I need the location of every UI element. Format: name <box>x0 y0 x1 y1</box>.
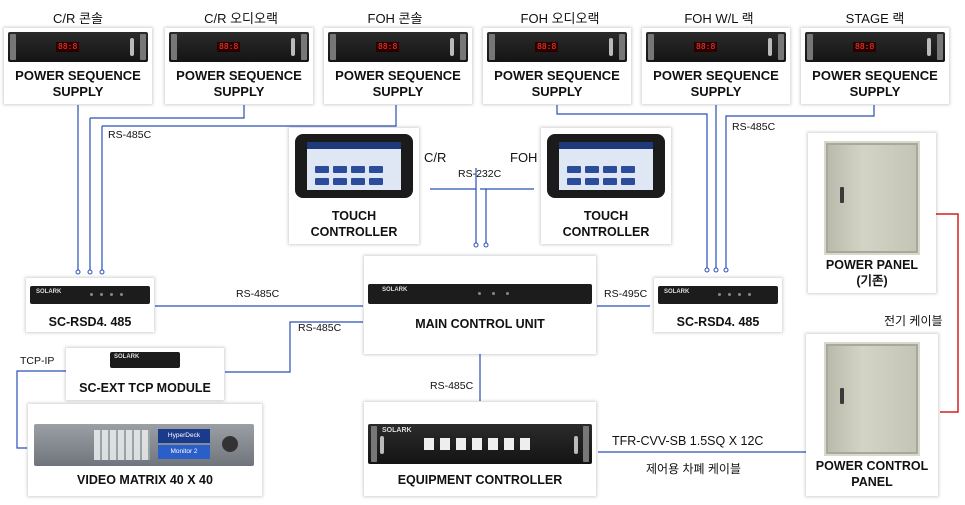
wire-foh-console <box>102 105 397 127</box>
power-sequence-supply-foh-wl-rack: 88:8 POWER SEQUENCE SUPPLY <box>642 28 790 104</box>
equipment-controller: SOLARK EQUIPMENT CONTROLLER <box>364 402 596 496</box>
supply-label-line2: SUPPLY <box>531 84 583 99</box>
supply-label-line2: SUPPLY <box>52 84 104 99</box>
equipment-controller-label: EQUIPMENT CONTROLLER <box>397 473 563 487</box>
supply-label-line1: POWER SEQUENCE <box>494 68 620 83</box>
supply-label-line1: POWER SEQUENCE <box>176 68 302 83</box>
sc-ext-tcp-module: SOLARK SC-EXT TCP MODULE <box>66 348 224 400</box>
wire-ext-main <box>225 321 363 373</box>
power-panel-label-line2: (기존) <box>856 274 888 288</box>
supply-label-line2: SUPPLY <box>690 84 742 99</box>
cabinet-icon <box>824 141 920 255</box>
main-unit-device: SOLARK <box>368 284 592 304</box>
location-stage-rack: STAGE 랙 <box>845 11 905 26</box>
wire-label-tcpip: TCP-IP <box>20 355 55 367</box>
main-unit-label: MAIN CONTROL UNIT <box>415 317 545 331</box>
supply-label-line1: POWER SEQUENCE <box>15 68 141 83</box>
power-sequence-supply-stage-rack: 88:8 POWER SEQUENCE SUPPLY <box>801 28 949 104</box>
supply-label-line2: SUPPLY <box>372 84 424 99</box>
ext-module-device: SOLARK <box>110 352 180 368</box>
power-sequence-device: 88:8 <box>646 32 786 62</box>
wire-label-control-cable: 제어용 차폐 케이블 <box>646 462 741 476</box>
video-matrix: HyperDeck Studio Monitor 2 VIDEO MATRIX … <box>28 404 262 496</box>
supply-label-line1: POWER SEQUENCE <box>653 68 779 83</box>
supply-label-line1: POWER SEQUENCE <box>812 68 938 83</box>
supply-label-line2: SUPPLY <box>213 84 265 99</box>
power-sequence-device: 88:8 <box>487 32 627 62</box>
power-control-label-line1: POWER CONTROL <box>815 459 929 473</box>
wire-tcpip <box>16 370 66 449</box>
wire-label-rs485-main-right: RS-495C <box>604 288 648 300</box>
touch-controller-cr: TOUCH CONTROLLER <box>289 128 419 244</box>
rsd-device: SOLARK <box>30 286 150 304</box>
touch-panel-device <box>547 134 665 198</box>
power-sequence-supply-foh-console: 88:8 POWER SEQUENCE SUPPLY <box>324 28 472 104</box>
wire-cr-audio-rack <box>90 105 245 119</box>
location-foh-wl-rack: FOH W/L 랙 <box>684 11 754 26</box>
supply-label-line1: POWER SEQUENCE <box>335 68 461 83</box>
power-cable-line <box>935 213 959 413</box>
wire-stage-rack <box>725 105 875 270</box>
wire-label-rs485-top-left: RS-485C <box>108 129 152 141</box>
location-cr-console: C/R 콘솔 <box>53 11 103 26</box>
rsd-right-label: SC-RSD4. 485 <box>676 315 760 329</box>
video-matrix-device: HyperDeck Studio Monitor 2 <box>34 424 254 466</box>
power-control-label-line2: PANEL <box>851 475 893 489</box>
touch-label-line1: TOUCH <box>331 209 377 223</box>
touch-label-line1: TOUCH <box>583 209 629 223</box>
location-foh-console: FOH 콘솔 <box>367 11 423 26</box>
power-panel-label-line1: POWER PANEL <box>825 258 919 272</box>
touch-location-cr: C/R <box>424 150 447 165</box>
cabinet-icon <box>824 342 920 456</box>
wire-label-rs485-equipment: RS-485C <box>430 380 474 392</box>
power-sequence-device: 88:8 <box>328 32 468 62</box>
touch-controller-foh: TOUCH CONTROLLER <box>541 128 671 244</box>
supply-label-line2: SUPPLY <box>849 84 901 99</box>
sc-rsd4-right: SOLARK SC-RSD4. 485 <box>654 278 782 332</box>
power-sequence-supply-foh-audio-rack: 88:8 POWER SEQUENCE SUPPLY <box>483 28 631 104</box>
power-sequence-device: 88:8 <box>805 32 945 62</box>
wire-label-power-cable: 전기 케이블 <box>884 314 943 328</box>
power-panel-existing: POWER PANEL (기존) <box>808 133 936 293</box>
wire-label-rs485-ext: RS-485C <box>298 322 342 334</box>
touch-label-line2: CONTROLLER <box>562 225 650 239</box>
power-sequence-device: 88:8 <box>8 32 148 62</box>
power-sequence-device: 88:8 <box>169 32 309 62</box>
wire-label-rs232: RS-232C <box>458 168 502 180</box>
power-control-panel: POWER CONTROL PANEL <box>806 334 938 496</box>
power-sequence-supply-cr-audio-rack: 88:8 POWER SEQUENCE SUPPLY <box>165 28 313 104</box>
equipment-controller-device: SOLARK <box>368 424 592 464</box>
location-foh-audio-rack: FOH 오디오랙 <box>520 11 600 26</box>
power-sequence-supply-cr-console: 88:8 POWER SEQUENCE SUPPLY <box>4 28 152 104</box>
main-control-unit: SOLARK MAIN CONTROL UNIT <box>364 256 596 354</box>
sc-rsd4-left: SOLARK SC-RSD4. 485 <box>26 278 154 332</box>
wire-label-rs485-top-right: RS-485C <box>732 121 776 133</box>
video-matrix-label: VIDEO MATRIX 40 X 40 <box>77 473 213 487</box>
location-cr-audio-rack: C/R 오디오랙 <box>204 11 278 26</box>
rsd-left-label: SC-RSD4. 485 <box>48 315 132 329</box>
wire-label-rs485-main-left: RS-485C <box>236 288 280 300</box>
rsd-device: SOLARK <box>658 286 778 304</box>
wire-label-control-cable-spec: TFR-CVV-SB 1.5SQ X 12C <box>612 434 764 448</box>
touch-panel-device <box>295 134 413 198</box>
ext-tcp-label: SC-EXT TCP MODULE <box>79 381 211 395</box>
touch-location-foh: FOH <box>510 150 538 165</box>
wire-foh-audio-rack <box>556 105 708 270</box>
touch-label-line2: CONTROLLER <box>310 225 398 239</box>
